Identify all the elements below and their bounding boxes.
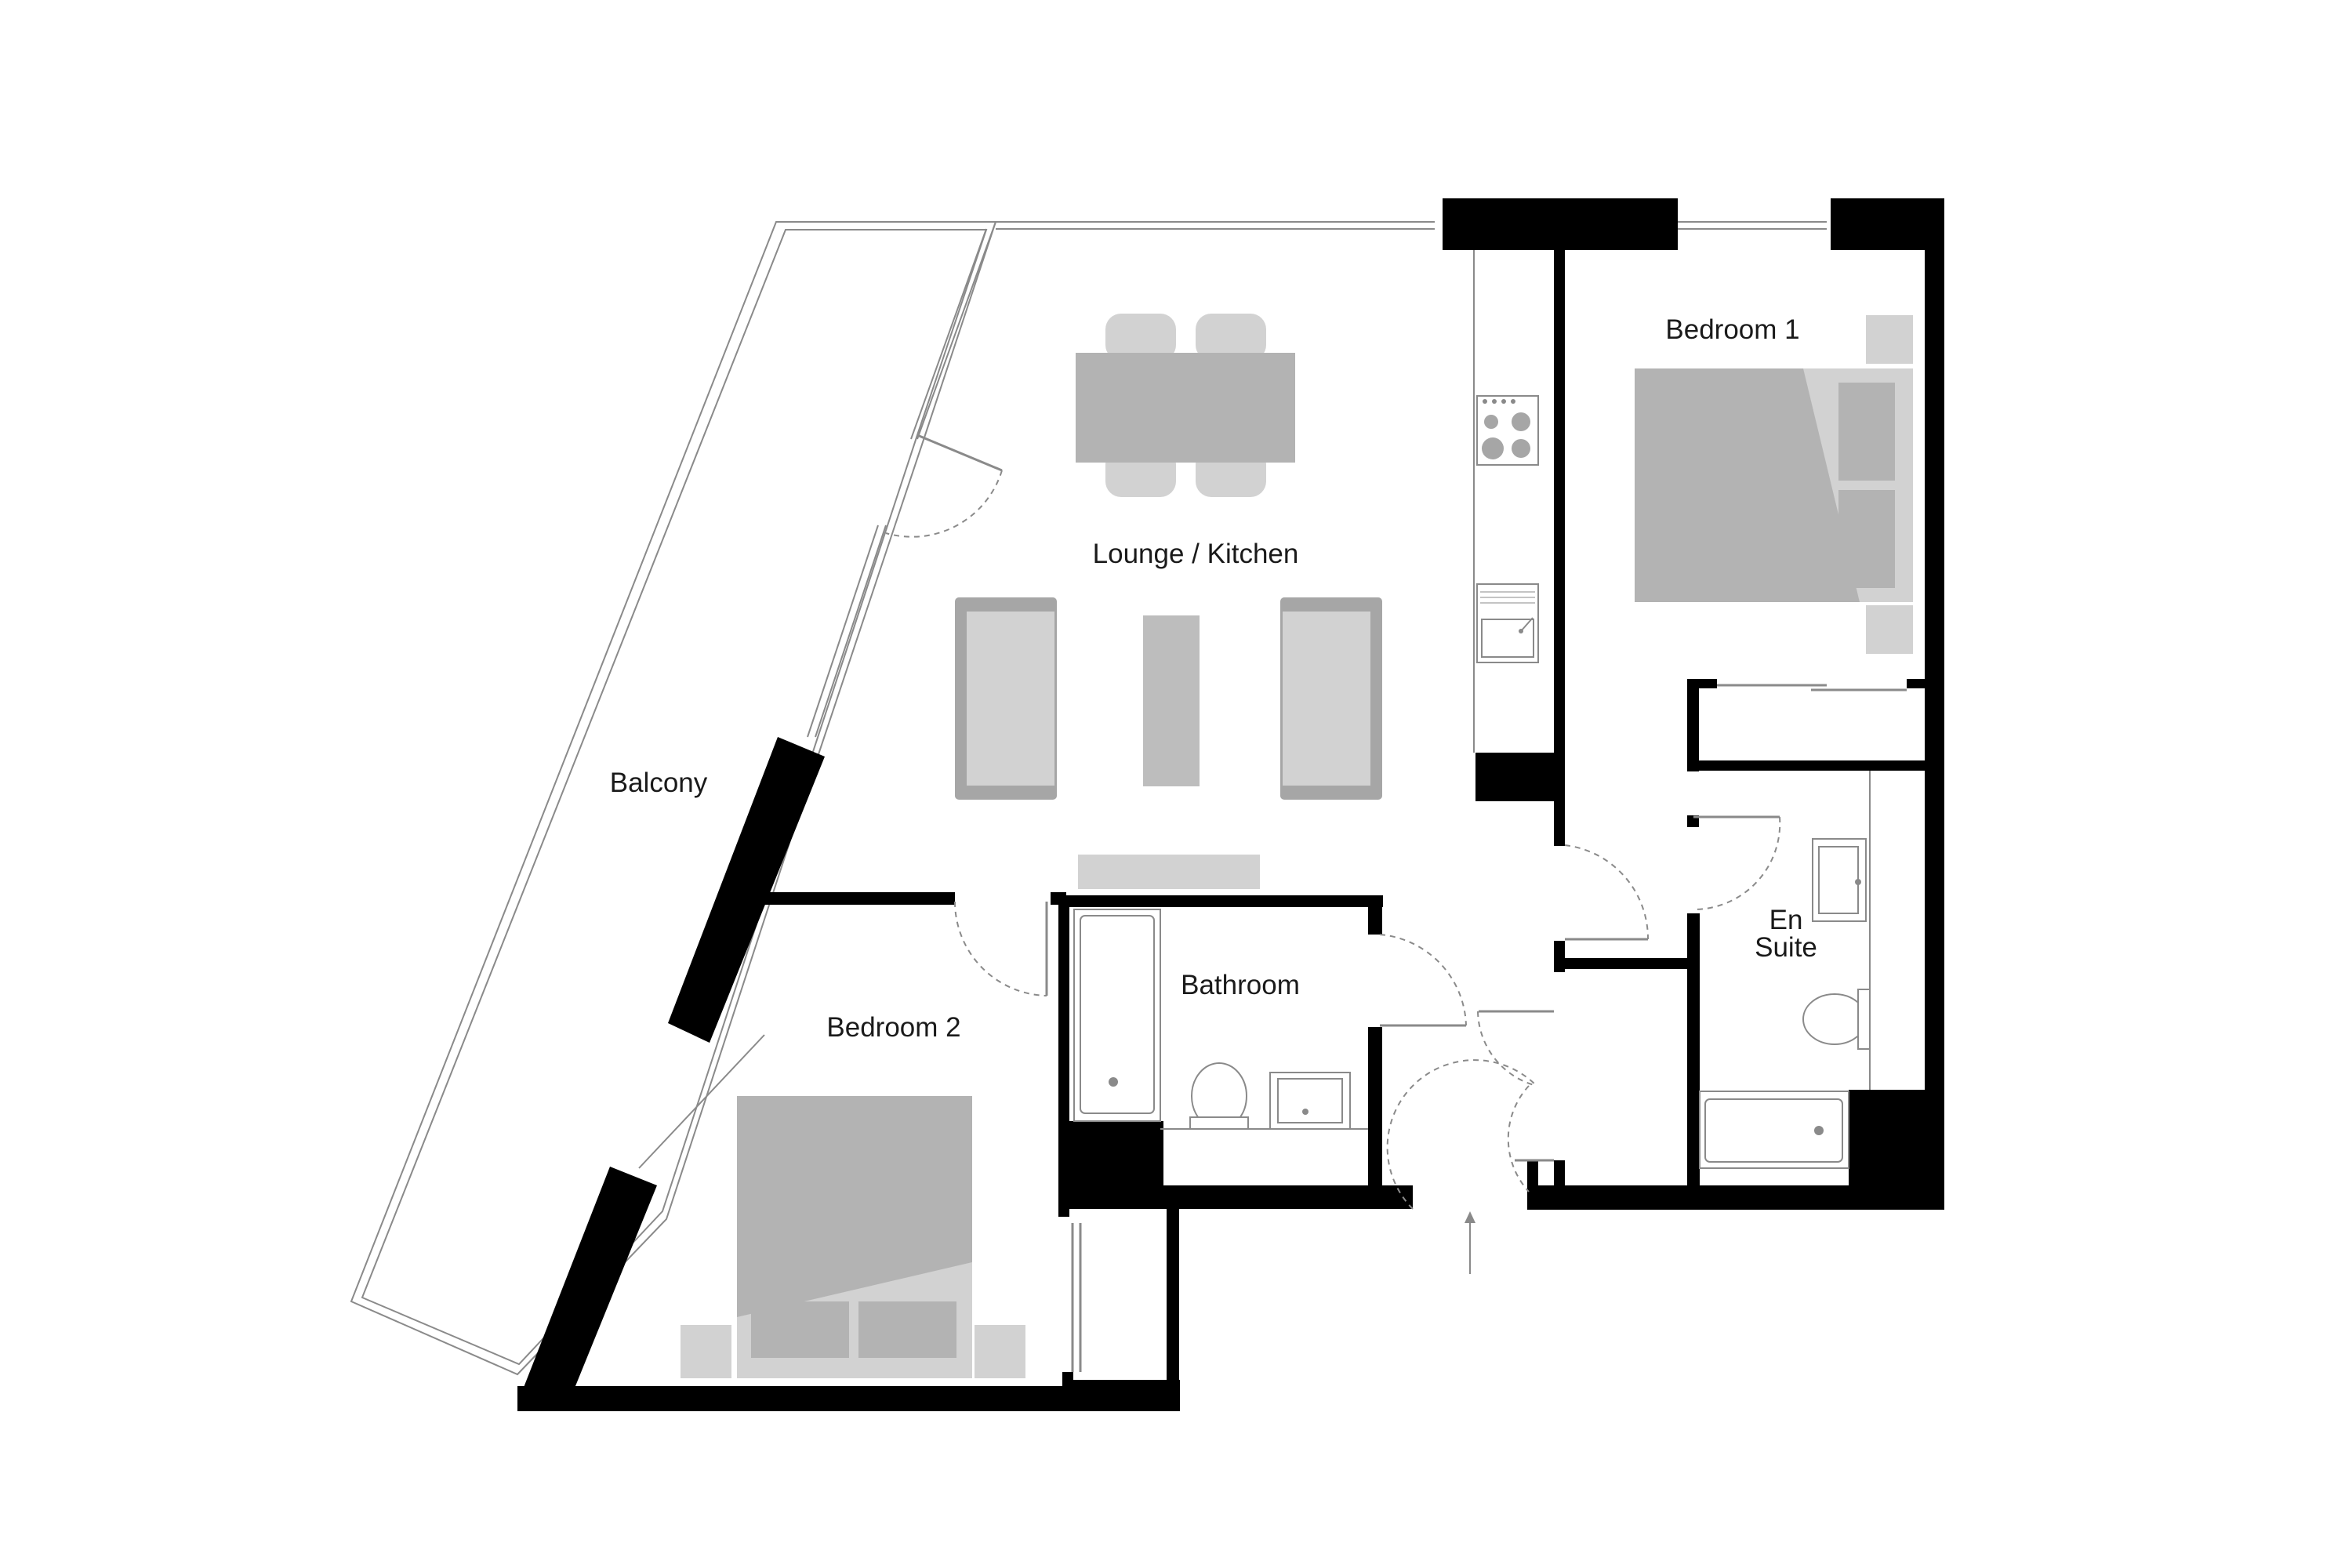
sofas <box>955 597 1382 889</box>
balcony-door <box>916 434 1003 472</box>
room-label-bedroom-2: Bedroom 2 <box>826 1012 960 1043</box>
pillow <box>1838 490 1895 588</box>
bedside-table <box>681 1325 731 1378</box>
doors <box>885 434 1907 1372</box>
toilet-icon <box>1802 989 1871 1050</box>
room-label-bathroom: Bathroom <box>1181 970 1300 1000</box>
bedside-table <box>975 1325 1025 1378</box>
balcony-outline <box>350 221 997 1376</box>
basin-icon <box>1269 1072 1351 1130</box>
tv-unit <box>1078 855 1260 889</box>
room-label-balcony: Balcony <box>610 768 708 798</box>
balcony-area <box>350 221 997 1376</box>
room-label-bedroom-1: Bedroom 1 <box>1665 314 1799 345</box>
entrance-arrow-icon <box>1465 1211 1475 1274</box>
basin-icon <box>1812 838 1867 922</box>
pillow <box>751 1301 849 1358</box>
bedside-table <box>1866 315 1913 364</box>
pillow <box>858 1301 956 1358</box>
room-label-en-suite-line2: Suite <box>1755 932 1817 963</box>
dining-table <box>1076 353 1295 463</box>
bath-icon <box>1073 909 1161 1122</box>
toilet-icon <box>1189 1062 1249 1130</box>
kitchen-run <box>1473 250 1539 753</box>
room-label-lounge-kitchen: Lounge / Kitchen <box>1093 539 1299 569</box>
walls <box>517 198 1944 1411</box>
bathroom-fittings <box>1073 909 1368 1130</box>
dining-set <box>1076 314 1295 497</box>
hob-icon <box>1476 395 1539 466</box>
bedside-table <box>1866 605 1913 654</box>
glazing <box>638 221 1827 1169</box>
bedroom-2-furniture <box>681 1096 1025 1378</box>
en-suite-fittings <box>1699 771 1871 1169</box>
bath-icon <box>1699 1091 1849 1169</box>
room-label-en-suite-line1: En <box>1769 905 1803 935</box>
sink-icon <box>1476 583 1539 663</box>
coffee-table <box>1143 615 1200 786</box>
balcony-inner-line <box>361 229 988 1366</box>
pillow <box>1838 383 1895 481</box>
bedroom-1-furniture <box>1635 315 1913 654</box>
